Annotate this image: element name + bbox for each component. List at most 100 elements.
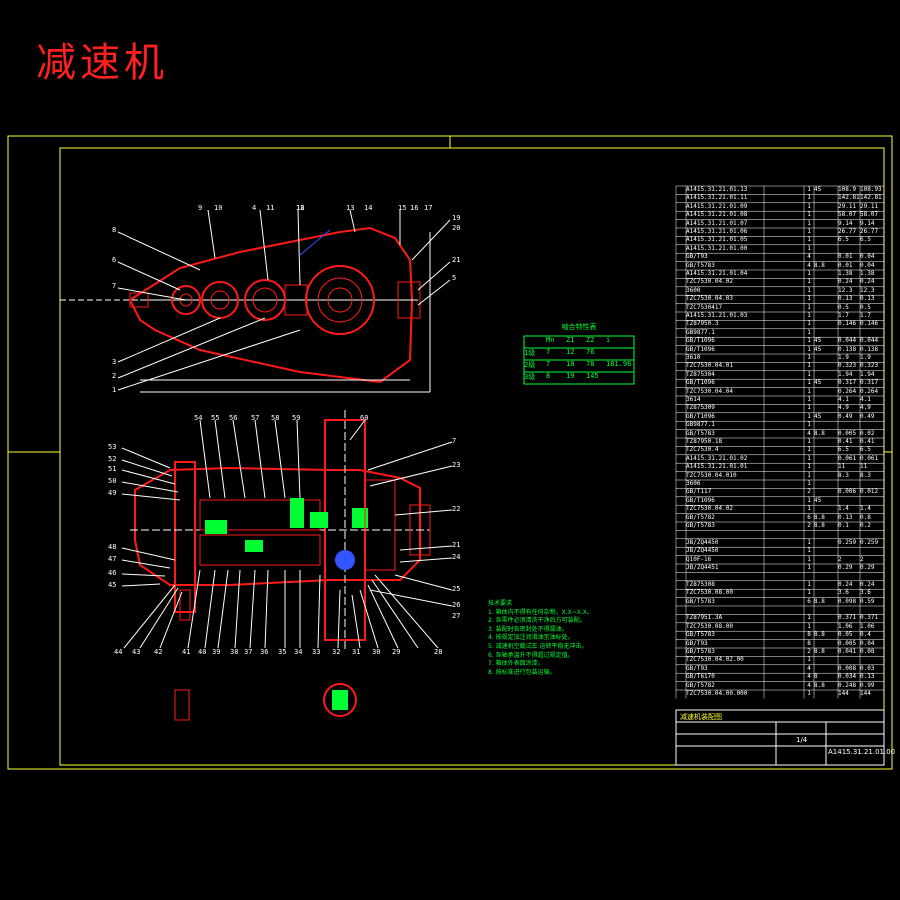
parts-weight: 0.008 [838,664,857,672]
parts-weight: 142.81 [838,194,860,202]
callout-number: 12 [296,204,305,212]
parts-code: TZC7530.08.00 [686,622,733,630]
parts-index [676,446,686,454]
parts-name [764,203,804,211]
parts-total-weight: 29.11 [860,202,879,210]
parts-qty: 1 [807,303,811,311]
parts-qty: 4 [807,429,811,437]
parts-qty: 4 [807,664,811,672]
parts-total-weight: 0.59 [860,597,875,605]
parts-material [814,312,838,320]
parts-qty: 1 [807,211,811,219]
parts-weight: 0.41 [838,438,853,445]
callout-number: 4 [252,204,257,212]
parts-weight [838,245,860,253]
gear-table-cell: 145 [586,372,599,380]
parts-index [676,606,686,614]
parts-code: A1415.31.21.01.06 [686,228,748,235]
parts-index [676,220,686,228]
parts-name [764,413,804,421]
parts-name [764,430,804,438]
parts-name [764,640,804,648]
callout-number: 7 [452,437,457,445]
parts-total-weight: 1.4 [860,505,871,513]
parts-qty: 1 [807,454,811,462]
parts-code [686,606,764,614]
parts-qty: 1 [807,421,811,429]
parts-weight: 0.041 [838,648,857,655]
parts-index [676,354,686,362]
parts-qty: 1 [807,396,811,403]
parts-qty: 1 [807,194,811,202]
parts-total-weight: 0.8 [860,513,871,521]
parts-total-weight: 0.5 [860,303,871,311]
parts-name [764,346,804,354]
gear-4 [305,265,375,335]
parts-qty: 1 [807,379,811,387]
callout-number: 54 [194,414,203,422]
parts-index [676,304,686,312]
parts-name [764,648,804,656]
parts-material [814,304,838,312]
note-line: 6. 各轴承温升不得超过规定值。 [488,651,574,659]
note-line: 5. 减速机空载试车 运转平稳无冲击。 [488,642,588,650]
parts-material [814,640,838,648]
parts-material [814,396,838,404]
parts-index [676,270,686,278]
parts-total-weight: 1.94 [860,370,875,378]
parts-code: TZC7530.04.01 [686,362,733,370]
parts-qty: 1 [807,328,811,336]
parts-total-weight: 0.259 [860,538,879,546]
parts-code: A1415.31.21.01.02 [686,454,748,462]
callout-number: 45 [108,581,117,589]
callout-number: 11 [266,204,275,212]
parts-material [814,236,838,244]
section-housing [134,466,421,586]
parts-total-weight: 0.371 [860,614,879,622]
parts-weight: 6.5 [838,446,849,454]
parts-qty: 1 [807,354,811,361]
parts-index [676,640,686,648]
parts-name [764,581,804,589]
parts-total-weight [860,421,884,429]
parts-qty: 1 [807,480,811,487]
parts-name [764,228,804,236]
parts-name [764,304,804,312]
parts-index [676,262,686,270]
parts-qty: 1 [807,496,811,504]
callout-number: 48 [108,543,117,551]
parts-code: GB9877.1 [686,328,715,336]
note-line: 7. 箱体外表面涂漆。 [488,660,544,668]
parts-index [676,497,686,505]
parts-qty: 1 [807,320,811,328]
parts-index [676,413,686,421]
parts-total-weight: 0.49 [860,412,875,420]
parts-weight: 0.5 [838,303,849,311]
parts-code: JB/ZQ4451 [686,564,719,571]
parts-material: 8.8 [814,681,825,689]
parts-material: 8 [814,673,818,681]
parts-weight: 0.13 [838,295,853,303]
parts-code: GB/T1096 [686,379,715,387]
parts-weight: 1.06 [838,622,853,630]
parts-qty: 1 [807,295,811,303]
title-block-text: 减速机装配图 1/4 A1415.31.21.01.00 [676,710,895,765]
parts-code: TZC7530.4 [686,446,719,454]
parts-material [814,194,838,202]
parts-material [814,421,838,429]
callout-number: 25 [452,585,461,593]
callout-number: 36 [260,648,269,656]
parts-qty: 1 [807,656,811,664]
